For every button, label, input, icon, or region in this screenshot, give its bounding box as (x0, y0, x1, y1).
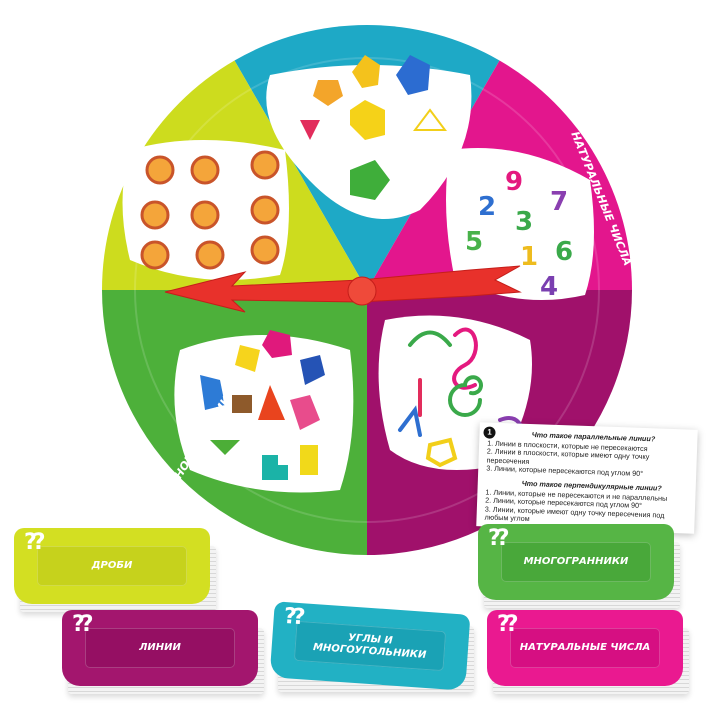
pizza-icon (250, 150, 280, 180)
question-marks-icon: ?? (282, 603, 303, 631)
svg-text:9: 9 (505, 167, 523, 197)
numbers-picture (446, 148, 594, 300)
question-marks-icon: ?? (72, 612, 93, 637)
pizza-icon (140, 240, 170, 270)
deck-fractions[interactable]: ??ДРОБИ (14, 528, 216, 612)
lines-shapes (398, 327, 527, 468)
fractions-shapes (140, 150, 280, 270)
deck-label: МНОГОГРАННИКИ (501, 542, 651, 582)
deck-lines[interactable]: ??ЛИНИИ (62, 610, 264, 694)
pizza-icon (250, 195, 280, 225)
pizza-icon (145, 155, 175, 185)
deck-top: ??УГЛЫ И МНОГОУГОЛЬНИКИ (269, 601, 471, 691)
pizza-icon (190, 155, 220, 185)
svg-text:5: 5 (465, 227, 483, 257)
deck-top: ??НАТУРАЛЬНЫЕ ЧИСЛА (487, 610, 683, 686)
spinner-arrow[interactable] (164, 265, 522, 313)
deck-label: ДРОБИ (37, 546, 187, 586)
svg-text:3: 3 (515, 207, 533, 237)
numbers-shapes: 9 2 3 7 5 1 6 4 (465, 167, 573, 302)
question-marks-icon: ?? (24, 530, 45, 555)
deck-natural-numbers[interactable]: ??НАТУРАЛЬНЫЕ ЧИСЛА (487, 610, 689, 694)
deck-label: УГЛЫ И МНОГОУГОЛЬНИКИ (293, 620, 447, 672)
pizza-icon (195, 240, 225, 270)
deck-top: ??МНОГОГРАННИКИ (478, 524, 674, 600)
svg-text:7: 7 (550, 187, 568, 217)
question-marks-icon: ?? (497, 612, 518, 637)
deck-label: НАТУРАЛЬНЫЕ ЧИСЛА (510, 628, 660, 668)
pizza-icon (140, 200, 170, 230)
deck-top: ??ДРОБИ (14, 528, 210, 604)
svg-text:4: 4 (540, 272, 558, 302)
polygons-shapes (200, 330, 325, 480)
deck-polyhedra[interactable]: ??МНОГОГРАННИКИ (478, 524, 680, 608)
pizza-icon (250, 235, 280, 265)
question-marks-icon: ?? (488, 526, 509, 551)
card-number: 1 (483, 426, 496, 439)
svg-text:2: 2 (478, 192, 496, 222)
svg-text:1: 1 (520, 242, 538, 272)
polyhedra-picture (266, 65, 472, 219)
deck-label: ЛИНИИ (85, 628, 235, 668)
polyhedra-shapes (300, 55, 447, 200)
deck-top: ??ЛИНИИ (62, 610, 258, 686)
pizza-icon (190, 200, 220, 230)
spinner-hub[interactable] (347, 276, 377, 306)
question-card[interactable]: 1 Что такое параллельные линии? 1. Линии… (476, 422, 698, 534)
svg-text:6: 6 (555, 237, 573, 267)
deck-angles[interactable]: ??УГЛЫ И МНОГОУГОЛЬНИКИ (269, 601, 474, 692)
